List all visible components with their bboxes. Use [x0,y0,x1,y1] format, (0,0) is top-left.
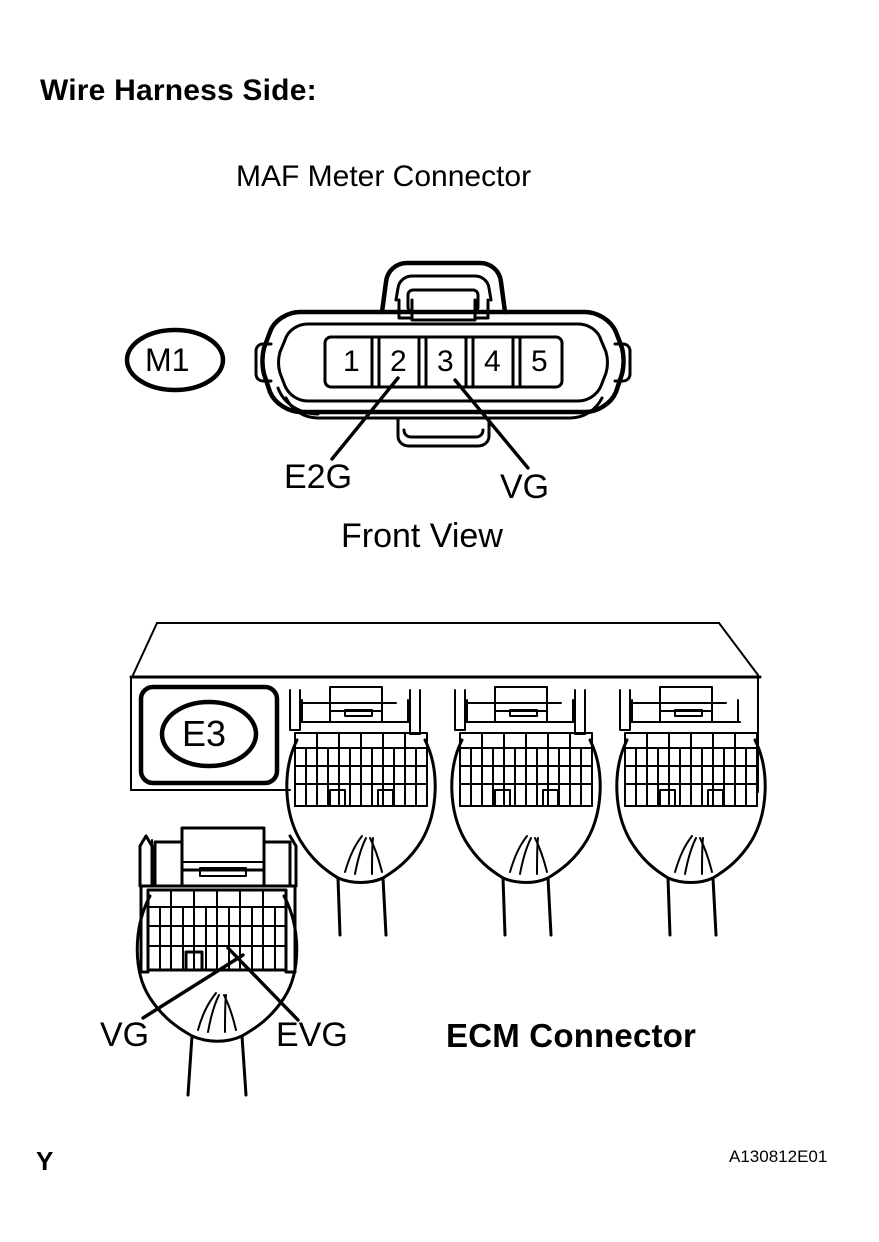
ecm-connector-block-1 [287,687,435,935]
maf-view-label: Front View [341,517,503,555]
maf-pin-5: 5 [531,345,548,378]
maf-code-badge-label: M1 [145,342,190,378]
corner-mark: Y [36,1146,54,1176]
ecm-connector-block-3 [617,687,765,935]
maf-connector-title: MAF Meter Connector [236,160,532,193]
leader-line-evg [228,948,298,1020]
maf-pin-3: 3 [437,345,454,378]
ecm-code-badge-oval [162,702,256,766]
callout-label-vg-maf: VG [500,468,550,506]
page-title: Wire Harness Side: [40,74,317,107]
callout-label-vg-ecm: VG [100,1016,150,1054]
figure-code: A130812E01 [729,1147,828,1166]
leader-line-vg-maf [455,380,528,468]
leader-line-e2g [332,378,398,459]
callout-label-e2g: E2G [284,458,353,496]
ecm-code-badge-panel [141,687,277,783]
ecm-code-badge-label: E3 [182,713,227,754]
leader-line-vg-ecm [143,955,243,1018]
maf-pin-1: 1 [343,345,360,378]
maf-pin-2: 2 [390,345,407,378]
maf-code-badge-oval [127,330,223,390]
ecm-bottom-connector [137,828,298,1095]
callout-label-evg: EVG [276,1016,348,1054]
ecm-connector-title: ECM Connector [446,1017,697,1054]
maf-pin-4: 4 [484,345,501,378]
ecm-connector-block-2 [452,687,600,935]
